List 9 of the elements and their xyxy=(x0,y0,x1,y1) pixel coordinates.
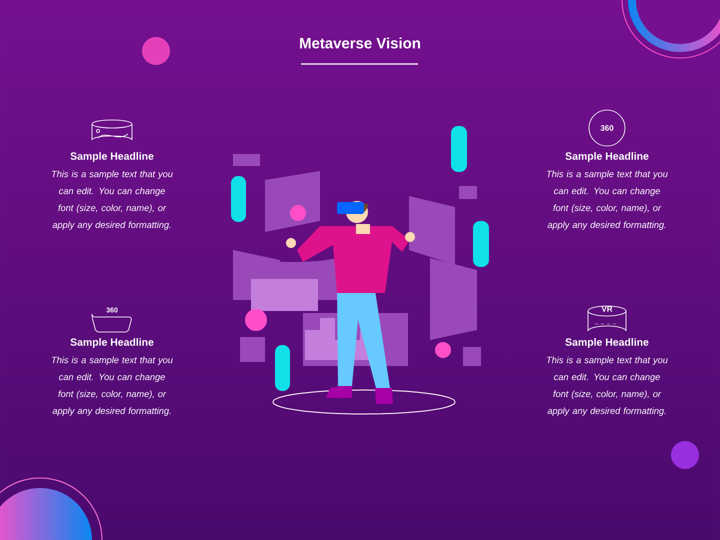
headline: Sample Headline xyxy=(70,338,154,348)
body-text: This is a sample text that you can edit. You can change font (size, color, name), or apply any desired formatting. xyxy=(546,356,668,416)
body-text: This is a sample text that you can edit. You can change font (size, color, name), or apply any desired formatting. xyxy=(546,170,668,230)
body-text: This is a sample text that you can edit. You can change font (size, color, name), or apply any desired formatting. xyxy=(52,170,173,230)
title: Metaverse Vision xyxy=(300,38,420,48)
body-text: This is a sample text that you can edit. You can change font (size, color, name), or apply any desired formatting. xyxy=(52,356,173,416)
headline: Sample Headline xyxy=(70,152,154,162)
headline: Sample Headline xyxy=(565,152,648,162)
headline: Sample Headline xyxy=(565,338,648,348)
